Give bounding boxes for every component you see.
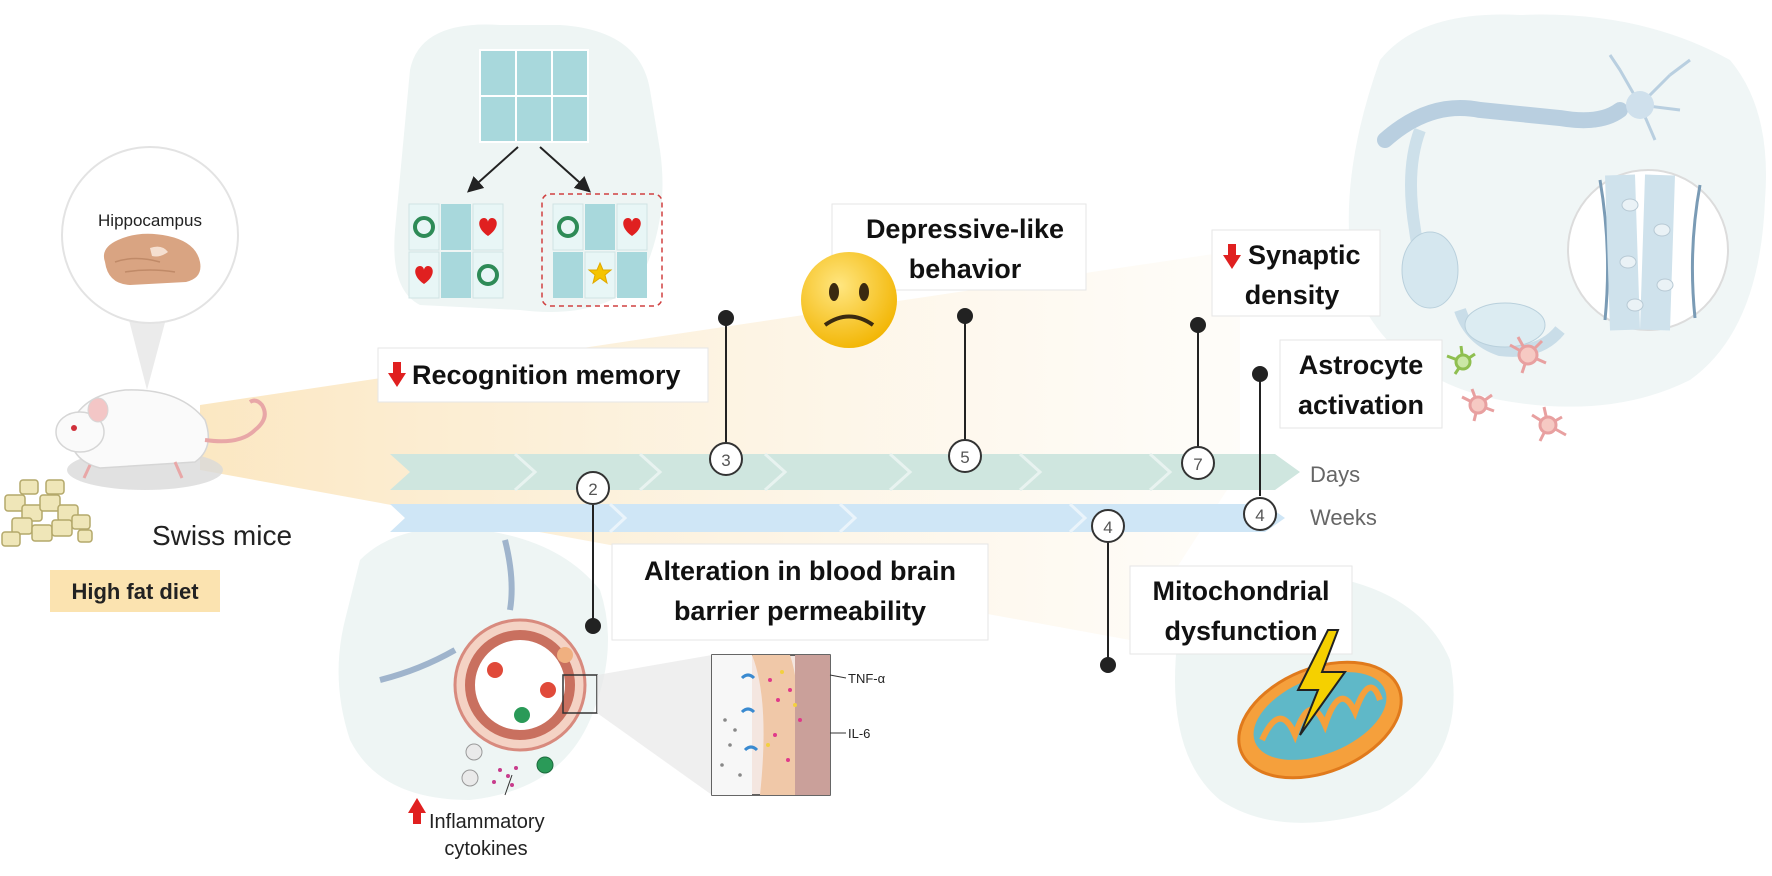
zoom-projection (597, 655, 712, 795)
strain-label: Swiss mice (152, 520, 292, 551)
diet-highlight (50, 570, 220, 612)
brain-icon (103, 233, 201, 285)
up-arrow-icon (408, 798, 426, 824)
svg-text:4: 4 (1255, 506, 1264, 525)
test-arena (541, 193, 663, 307)
down-arrow-icon (1223, 244, 1241, 269)
recognition-memory-box: Recognition memory (377, 347, 709, 403)
week-marker: 4 (1091, 509, 1125, 543)
astrocyte-activation-box: Astrocyte activation (1279, 339, 1443, 429)
svg-text:3: 3 (721, 451, 730, 470)
svg-text:7: 7 (1193, 455, 1202, 474)
sad-face-icon (801, 252, 897, 348)
down-arrow-icon (388, 362, 406, 387)
svg-text:behavior: behavior (909, 254, 1022, 284)
immune-cells (461, 743, 554, 787)
days-label: Days (1310, 462, 1360, 487)
diet-label: High fat diet (71, 579, 199, 604)
recognition-task-grid (479, 49, 589, 143)
il6-label: IL-6 (848, 726, 870, 741)
svg-text:5: 5 (960, 448, 969, 467)
day-marker: 7 (1181, 446, 1215, 480)
svg-text:Astrocyte: Astrocyte (1299, 350, 1424, 380)
svg-text:Alteration in blood brain: Alteration in blood brain (644, 556, 956, 586)
svg-text:Depressive-like: Depressive-like (866, 214, 1064, 244)
synapse-zoom-icon (1567, 169, 1729, 331)
hippocampus-label: Hippocampus (98, 211, 202, 230)
week-marker: 2 (576, 471, 610, 505)
food-pellets-icon (1, 479, 93, 547)
task-arrow-right (539, 146, 591, 193)
task-arrow-left (467, 146, 519, 193)
svg-text:2: 2 (588, 480, 597, 499)
svg-text:dysfunction: dysfunction (1165, 616, 1318, 646)
ring-object-icon (477, 264, 499, 286)
synaptic-density-box: Synaptic density (1211, 229, 1381, 317)
day-marker: 3 (709, 442, 743, 476)
svg-text:activation: activation (1298, 390, 1424, 420)
timeline-pin-heads (585, 308, 1268, 673)
heart-object-icon (415, 266, 433, 284)
lightning-icon (1296, 629, 1347, 736)
star-object-icon (587, 261, 613, 285)
ring-object-icon (413, 216, 435, 238)
weeks-bar (390, 502, 1285, 534)
tnf-pointer (829, 674, 847, 679)
svg-text:Mitochondrial: Mitochondrial (1153, 576, 1330, 606)
heart-object-icon (623, 218, 641, 236)
heart-object-icon (479, 218, 497, 236)
tnf-label: TNF-α (848, 671, 886, 686)
weeks-label: Weeks (1310, 505, 1377, 530)
bbb-permeability-box: Alteration in blood brain barrier permea… (611, 543, 989, 641)
day-marker: 5 (948, 439, 982, 473)
training-arena (408, 203, 504, 299)
mouse-icon (55, 389, 267, 490)
inflammatory-cytokines-label: Inflammatory cytokines (408, 774, 545, 860)
blood-vessel-illustration (379, 539, 598, 787)
brain-callout: Hippocampus (61, 146, 239, 390)
svg-text:4: 4 (1103, 518, 1112, 537)
mitochondrion-icon (1237, 660, 1403, 780)
svg-text:Inflammatory: Inflammatory (429, 811, 545, 833)
timeline-pins (592, 316, 1261, 665)
svg-text:cytokines: cytokines (444, 838, 527, 860)
bbb-detail-inset (711, 654, 831, 796)
svg-text:density: density (1245, 280, 1340, 310)
ring-object-icon (557, 216, 579, 238)
svg-text:barrier permeability: barrier permeability (674, 596, 926, 626)
neuron-illustration (1377, 54, 1691, 357)
mitochondrial-dysfunction-box: Mitochondrial dysfunction (1129, 565, 1353, 655)
svg-text:Synaptic: Synaptic (1248, 240, 1361, 270)
days-bar (390, 452, 1300, 492)
svg-text:Recognition memory: Recognition memory (412, 360, 681, 390)
astrocyte-icons (1446, 336, 1567, 442)
week-marker: 4 (1243, 497, 1277, 531)
